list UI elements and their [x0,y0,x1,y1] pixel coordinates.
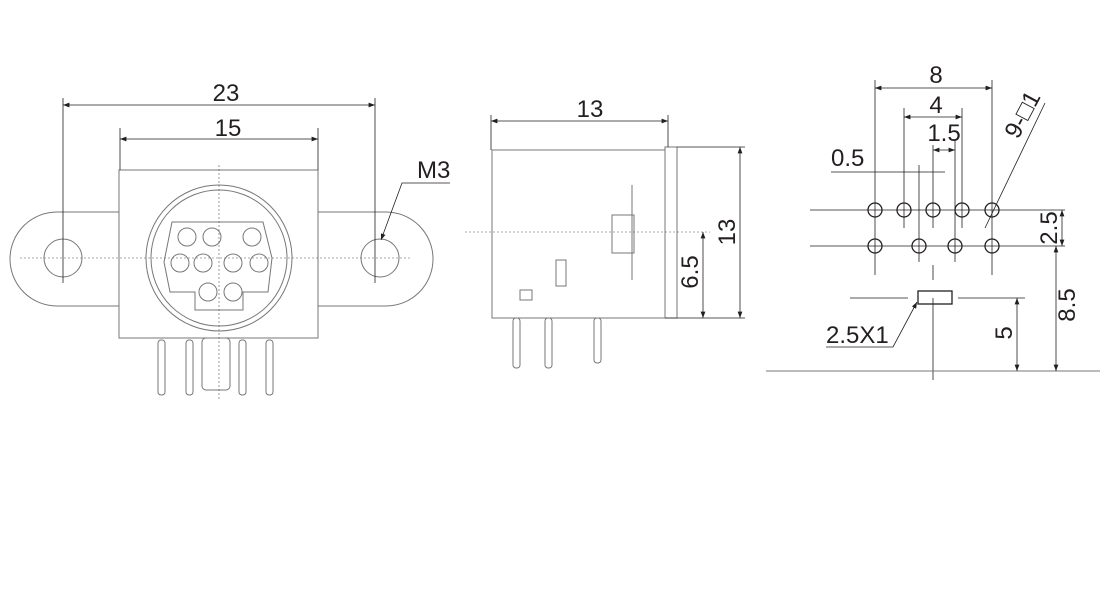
dim-body-width: 15 [215,115,242,142]
dim-height: 13 [714,219,741,246]
side-view: 13 13 6.5 [465,96,745,369]
slot [917,290,953,305]
left-flange [9,211,119,307]
pcb-layout: 8 4 1.5 0.5 9-□1 2.5 5 8.5 2.5X1 [766,62,1100,380]
latch [611,214,635,254]
connector-body [118,169,319,339]
dim-outer-pitch: 8 [929,62,942,89]
dim-offset: 0.5 [831,145,864,172]
side-body [491,149,666,319]
pcb-holes [867,202,1000,254]
right-flange [318,211,434,307]
dim-overall-width: 23 [213,80,240,107]
pin-insert [163,221,273,311]
dim-depth: 13 [577,96,604,123]
slot-callout: 2.5X1 [826,322,889,349]
dim-inner-pitch: 4 [929,92,942,119]
front-plate [664,146,678,319]
socket-pins [170,227,269,302]
pcb-pins [157,337,274,396]
dim-to-board: 8.5 [1054,288,1081,321]
mount-hole-label: M3 [417,157,450,184]
dim-center-pitch: 1.5 [927,120,960,147]
dim-slot-height: 5 [991,326,1018,339]
front-view: 23 15 M3 [9,80,450,400]
dim-center-height: 6.5 [677,255,704,288]
dim-row-pitch: 2.5 [1036,211,1063,244]
